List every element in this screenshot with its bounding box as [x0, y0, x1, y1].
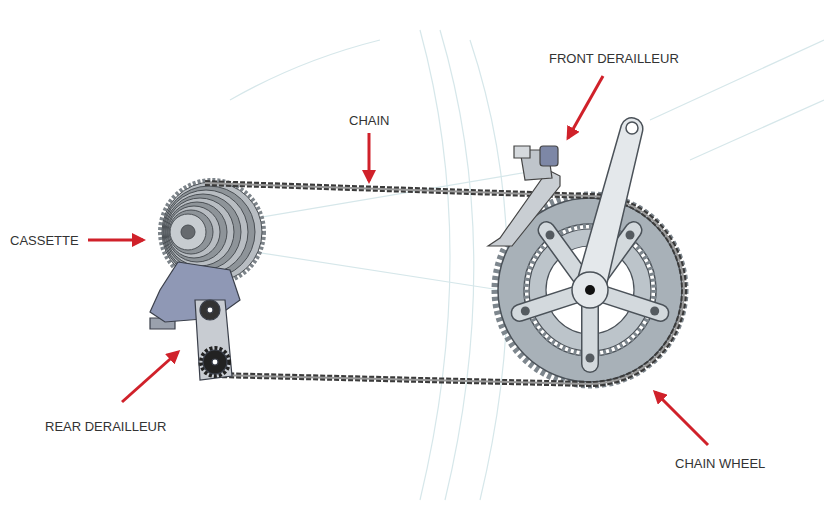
background-frame-lines [690, 100, 824, 160]
leader-arrows [122, 352, 178, 402]
label-holder: CHAIN [349, 113, 389, 128]
part-label: REAR DERAILLEUR [45, 419, 166, 434]
crank-arm [572, 118, 643, 308]
crank-arm [585, 285, 595, 295]
background-frame-lines [420, 30, 450, 500]
cassette [169, 210, 213, 254]
part-label: CHAIN [349, 113, 389, 128]
background-frame-lines [440, 30, 474, 500]
crank-arm [626, 122, 638, 134]
chain-wheel [650, 307, 659, 316]
leader-arrows [88, 76, 708, 445]
rear-derailleur [201, 348, 229, 376]
crank-arm [572, 272, 608, 308]
leader-arrows [368, 133, 371, 181]
rear-derailleur [200, 300, 220, 320]
leader-arrows [568, 76, 603, 138]
label-holder: REAR DERAILLEUR [45, 419, 166, 434]
front-derailleur [514, 146, 530, 158]
rear-derailleur [195, 300, 232, 380]
cassette [166, 198, 234, 266]
cassette [165, 194, 241, 270]
part-label: FRONT DERAILLEUR [549, 51, 679, 66]
cassette [168, 206, 220, 258]
cassette [181, 225, 195, 239]
cassette [164, 190, 248, 274]
background-frame-lines [230, 40, 380, 100]
front-derailleur [540, 146, 558, 166]
rear-derailleur [150, 262, 240, 380]
leader-arrows [655, 392, 708, 445]
crank-arm [576, 118, 643, 294]
chain-wheel [521, 307, 530, 316]
rear-derailleur [203, 350, 227, 374]
label-holder: CHAIN WHEEL [675, 456, 765, 471]
chain-wheel [626, 231, 635, 240]
front-derailleur [488, 146, 560, 246]
leader-arrows [88, 239, 143, 242]
part-label: CASSETTE [10, 233, 79, 248]
cassette [167, 202, 227, 262]
part-label: CHAIN WHEEL [675, 456, 765, 471]
chain-wheel [586, 354, 595, 363]
label-holder: FRONT DERAILLEUR [549, 51, 679, 66]
front-derailleur [488, 170, 560, 246]
background-frame-lines [210, 30, 824, 500]
chain-wheel [546, 231, 555, 240]
rear-derailleur [212, 359, 218, 365]
rear-derailleur [207, 307, 213, 313]
label-holder: CASSETTE [10, 233, 79, 248]
cassette [170, 214, 206, 250]
